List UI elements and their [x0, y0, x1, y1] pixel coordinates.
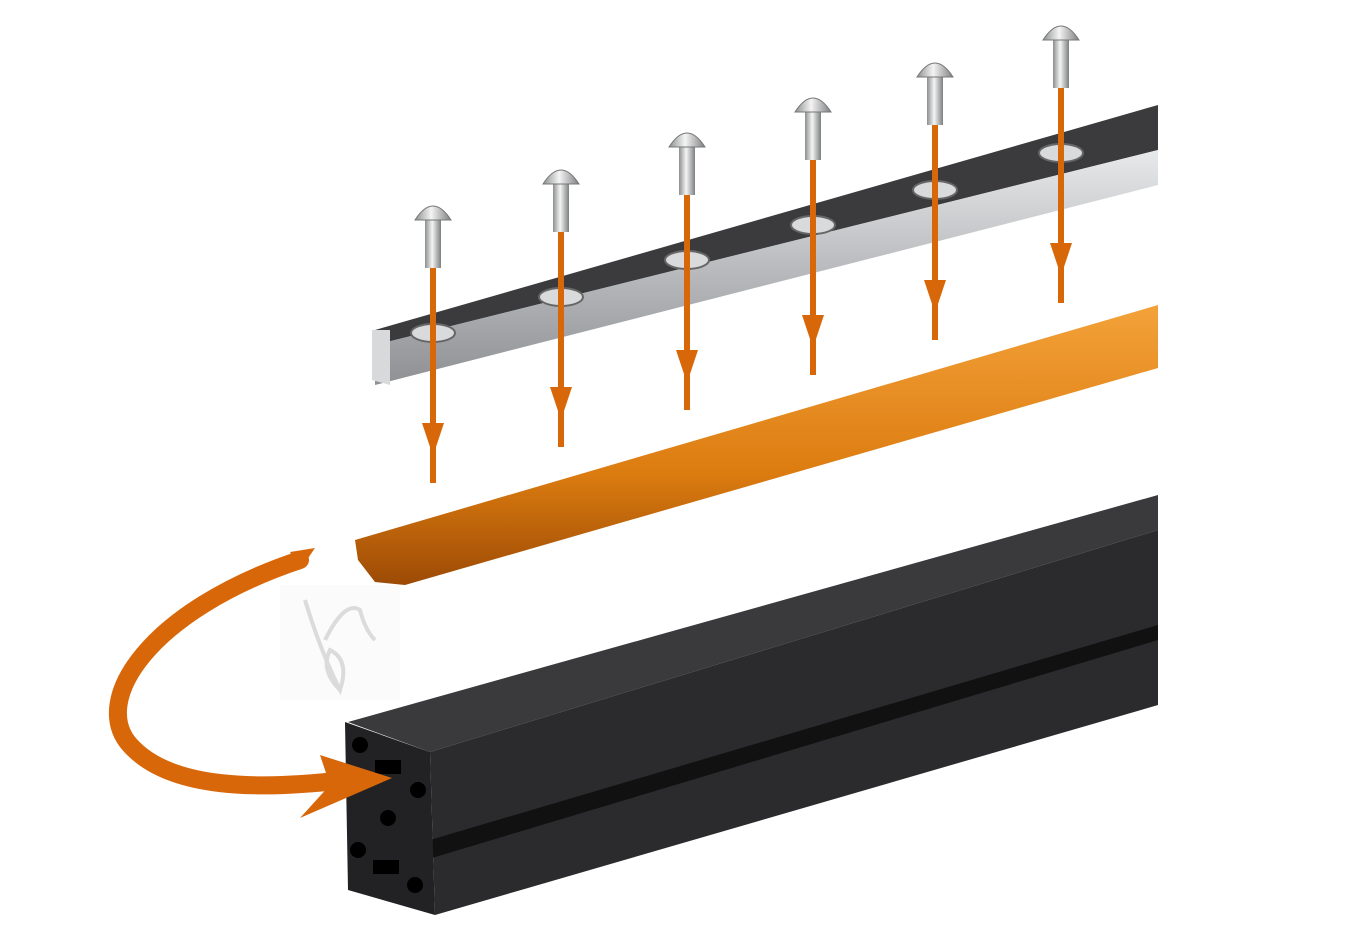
down-arrow-icon: [1050, 88, 1072, 303]
screw-icon: [664, 132, 710, 270]
screw-icon: [912, 62, 958, 200]
down-arrow-icon: [422, 268, 444, 483]
linear-rail: [372, 105, 1158, 385]
down-arrow-icon: [676, 195, 698, 410]
spacer-strip: [355, 305, 1158, 585]
down-arrow-icon: [550, 232, 572, 447]
screw-group: [410, 25, 1084, 483]
screw-icon: [790, 97, 836, 235]
down-arrow-icon: [802, 160, 824, 375]
watermark-logo: [280, 585, 400, 700]
curved-arrow-icon: [108, 548, 392, 818]
down-arrow-icon: [924, 125, 946, 340]
